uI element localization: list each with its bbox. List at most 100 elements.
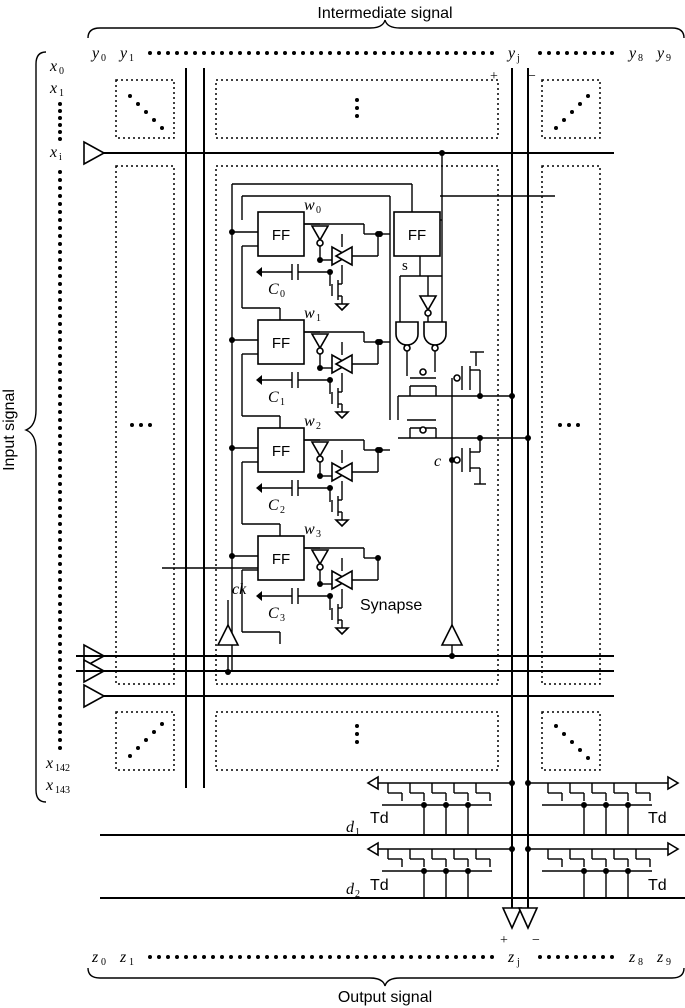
bottom-index-dots (148, 955, 614, 959)
block-top-center (215, 79, 499, 139)
svg-text:z: z (507, 949, 515, 966)
svg-text:y: y (118, 45, 128, 62)
block-bottom-center (215, 711, 499, 771)
block-mid-center (215, 165, 499, 685)
output-signal-label: Output signal (338, 989, 432, 1006)
svg-text:j: j (516, 957, 520, 968)
svg-text:9: 9 (666, 53, 671, 64)
svg-text:3: 3 (280, 613, 285, 624)
delay-unit-d1-right: Td (528, 775, 680, 835)
delay-unit-d2-right: Td (528, 841, 680, 898)
svg-text:0: 0 (280, 289, 285, 300)
top-minus-sign: − (528, 69, 536, 84)
block-bottom-left (115, 711, 175, 771)
inverter-triangle (310, 441, 330, 458)
svg-text:1: 1 (59, 88, 64, 99)
block-ellipsis-dots (128, 94, 590, 760)
svg-text:d: d (346, 881, 355, 898)
nand-gates (395, 321, 447, 376)
input-bottom-lines (76, 643, 614, 709)
block-top-left (115, 79, 175, 139)
c-buffer-triangle (440, 623, 464, 646)
ck-buffer-triangle (216, 623, 240, 646)
left-index-x143: x 143 (45, 777, 70, 796)
block-top-right (541, 79, 601, 139)
s-label: s (402, 258, 408, 274)
svg-text:y: y (506, 45, 516, 62)
svg-text:0: 0 (101, 957, 106, 968)
svg-text:8: 8 (638, 53, 643, 64)
top-index-y8: y 8 (627, 45, 643, 64)
svg-text:FF: FF (408, 227, 426, 244)
top-brace (87, 19, 685, 39)
svg-text:1: 1 (129, 53, 134, 64)
svg-text:C: C (268, 605, 279, 622)
bottom-index-z9: z 9 (656, 949, 671, 968)
svg-text:j: j (516, 53, 520, 64)
svg-text:x: x (49, 144, 57, 161)
td-label: Td (648, 877, 667, 894)
block-mid-left (115, 165, 175, 685)
delay-label-d1: d 1 (346, 819, 360, 838)
ff-label: FF (272, 335, 290, 352)
svg-text:1: 1 (280, 397, 285, 408)
ff-label: FF (272, 551, 290, 568)
delay-unit-d1-left: Td (366, 775, 512, 835)
svg-text:w: w (304, 521, 315, 538)
left-index-xi: x i (49, 144, 62, 163)
svg-text:1: 1 (316, 313, 321, 324)
bottom-plus-sign: + (500, 933, 508, 948)
svg-text:9: 9 (666, 957, 671, 968)
svg-text:y: y (90, 45, 100, 62)
bottom-index-z1: z 1 (119, 949, 134, 968)
inverter-triangle (310, 333, 330, 350)
bottom-brace (87, 967, 685, 987)
control-ff: FF (393, 153, 555, 322)
output-buffers (501, 907, 539, 930)
bottom-index-z8: z 8 (628, 949, 643, 968)
input-signal-label: Input signal (1, 389, 18, 471)
left-index-dots (58, 102, 62, 750)
svg-text:x: x (49, 80, 57, 97)
ff-block (257, 535, 305, 581)
svg-text:C: C (268, 281, 279, 298)
bottom-minus-sign: − (532, 933, 540, 948)
inverter-triangle (310, 225, 330, 242)
delay-unit-d2-left: Td (366, 841, 512, 898)
top-index-dots (148, 51, 614, 55)
left-brace (24, 51, 47, 803)
ff-label: FF (272, 227, 290, 244)
inverter-triangle (310, 549, 330, 566)
svg-text:x: x (45, 755, 53, 772)
td-label: Td (648, 810, 667, 827)
td-label: Td (370, 810, 389, 827)
svg-text:1: 1 (129, 957, 134, 968)
svg-text:z: z (119, 949, 127, 966)
svg-text:8: 8 (638, 957, 643, 968)
svg-text:y: y (627, 45, 637, 62)
synapse-label: Synapse (360, 597, 422, 614)
svg-text:w: w (304, 197, 315, 214)
svg-text:x: x (45, 777, 53, 794)
svg-text:2: 2 (355, 889, 360, 900)
svg-text:x: x (49, 58, 57, 75)
svg-text:3: 3 (316, 529, 321, 540)
bottom-index-z0: z 0 (91, 949, 106, 968)
svg-text:143: 143 (55, 785, 70, 796)
top-plus-sign: + (490, 69, 498, 84)
bottom-index-zj: z j (507, 949, 520, 968)
ff-label: FF (272, 443, 290, 460)
vertical-bus-left (185, 68, 205, 788)
top-index-yj: y j (506, 45, 520, 64)
svg-text:z: z (656, 949, 664, 966)
